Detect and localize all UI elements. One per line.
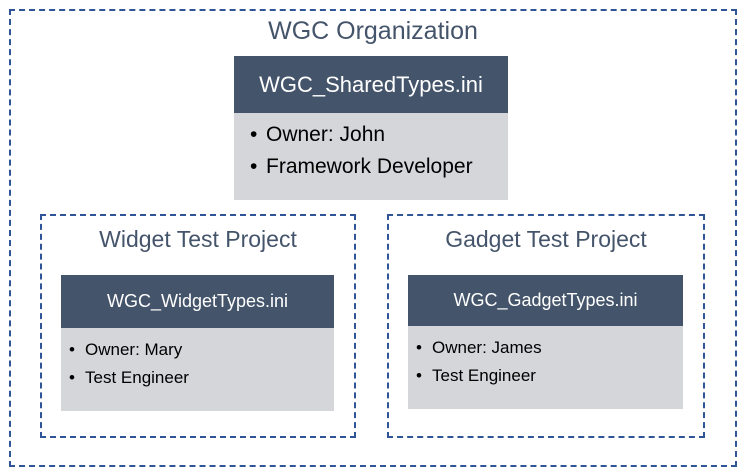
organization-title: WGC Organization xyxy=(268,17,478,45)
widget-project-group: Widget Test Project xyxy=(40,214,356,438)
list-item: Test Engineer xyxy=(416,366,683,386)
project-title: Gadget Test Project xyxy=(445,226,647,252)
list-item: Owner: John xyxy=(250,123,508,155)
gadget-types-card: WGC_GadgetTypes.ini Owner: James Test En… xyxy=(408,275,683,409)
list-item: Owner: Mary xyxy=(69,340,334,368)
shared-types-card: WGC_SharedTypes.ini Owner: John Framewor… xyxy=(234,56,508,200)
gadget-project-group: Gadget Test Project xyxy=(387,214,705,438)
card-header: WGC_SharedTypes.ini xyxy=(234,56,508,113)
organization-group: WGC Organization xyxy=(9,9,737,467)
widget-types-card: WGC_WidgetTypes.ini Owner: Mary Test Eng… xyxy=(61,275,334,411)
card-header: WGC_WidgetTypes.ini xyxy=(61,275,334,328)
list-item: Owner: James xyxy=(416,338,683,366)
card-body: Owner: John Framework Developer xyxy=(234,113,508,200)
project-title: Widget Test Project xyxy=(99,226,297,252)
card-body: Owner: James Test Engineer xyxy=(408,326,683,409)
card-header: WGC_GadgetTypes.ini xyxy=(408,275,683,326)
card-body: Owner: Mary Test Engineer xyxy=(61,328,334,411)
list-item: Framework Developer xyxy=(250,155,508,179)
list-item: Test Engineer xyxy=(69,368,334,388)
